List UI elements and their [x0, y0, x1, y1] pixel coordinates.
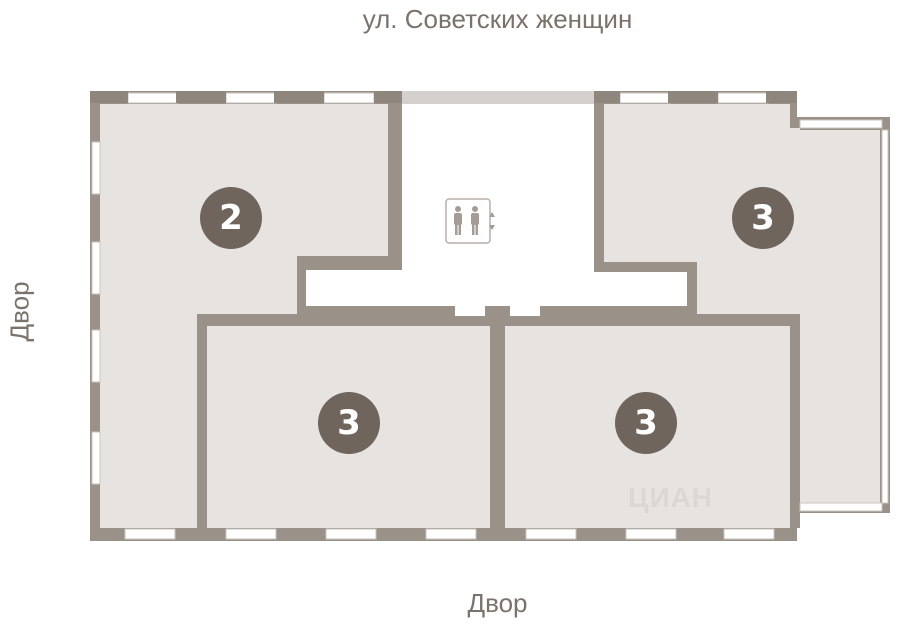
windows [91, 92, 889, 540]
courtyard-left-label: Двор [4, 281, 35, 342]
entrance-strip [402, 91, 594, 104]
room-count-badge[interactable]: 3 [318, 392, 380, 454]
apartment-3-top-right-area[interactable] [604, 104, 880, 503]
interior-walls [197, 104, 800, 528]
common-corridor [306, 104, 687, 316]
room-count-badge[interactable]: 3 [615, 392, 677, 454]
street-label: ул. Советских женщин [362, 4, 633, 34]
elevator-icon [445, 198, 495, 244]
courtyard-bottom-label: Двор [467, 588, 528, 618]
room-count-badge[interactable]: 3 [732, 187, 794, 249]
room-count-badge[interactable]: 2 [200, 187, 262, 249]
watermark-logo: ЦИАН [628, 482, 714, 513]
